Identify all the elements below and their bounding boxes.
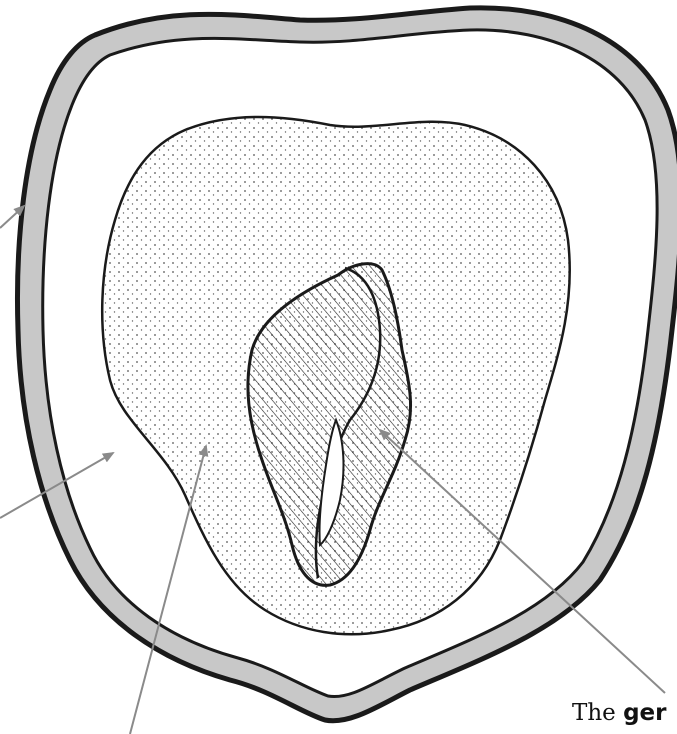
germ-label-bold: ger	[623, 700, 666, 726]
germ-label: The ger	[572, 700, 666, 726]
germ-label-prefix: The	[572, 700, 616, 726]
